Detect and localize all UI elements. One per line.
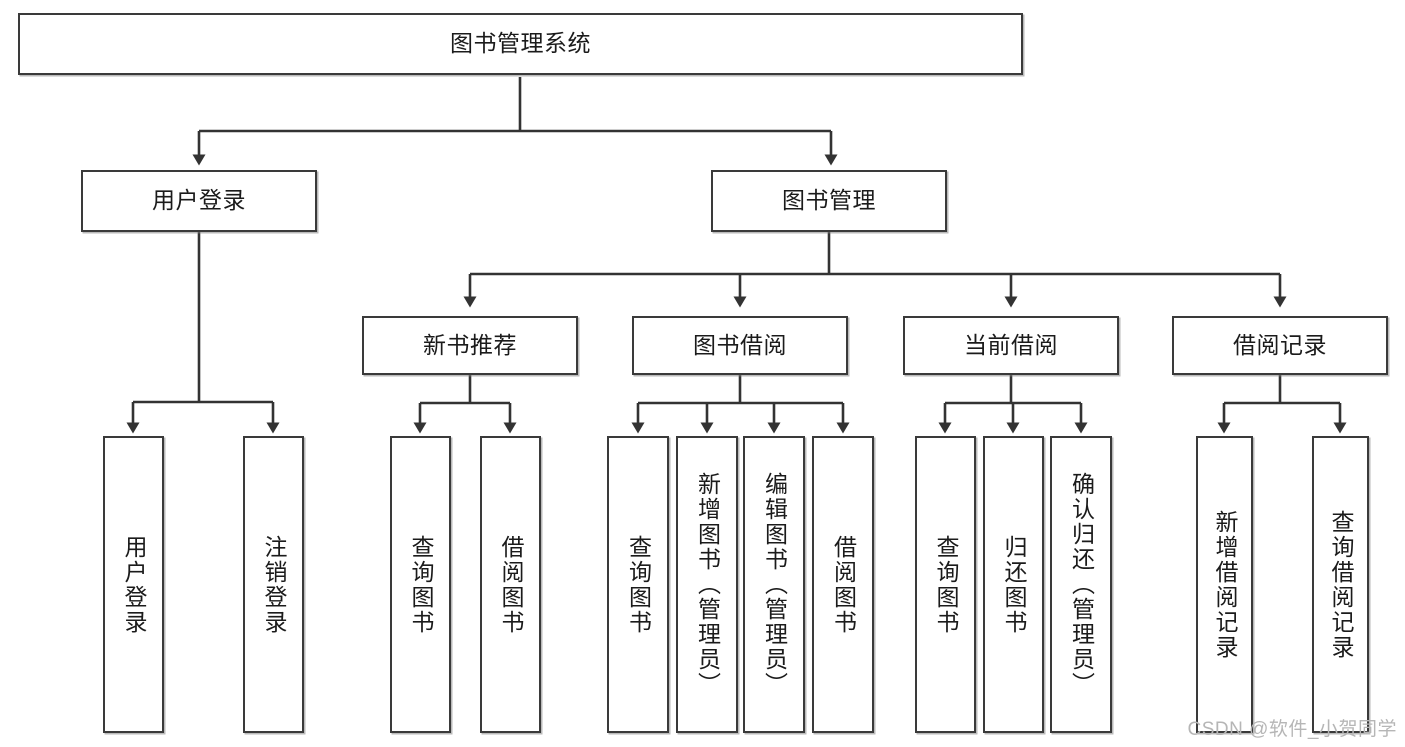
leaf-borrow-record-query-record[interactable]: 查询借阅记录 [1312,436,1369,733]
node-user-login[interactable]: 用户登录 [81,170,317,232]
node-new-book-recommend[interactable]: 新书推荐 [362,316,578,375]
node-label: 新增图书（管理员） [694,472,721,697]
node-label: 查询图书 [408,534,434,635]
node-label: 查询图书 [933,534,959,635]
leaf-current-borrow-confirm-return-admin[interactable]: 确认归还（管理员） [1050,436,1112,733]
node-label: 用户登录 [152,187,246,214]
node-label: 归还图书 [1001,534,1027,635]
leaf-new-book-borrow-book[interactable]: 借阅图书 [480,436,541,733]
node-label: 用户登录 [121,534,147,635]
node-label: 新书推荐 [423,331,517,358]
node-label: 图书借阅 [693,331,787,358]
leaf-book-borrow-borrow-book[interactable]: 借阅图书 [812,436,874,733]
leaf-book-borrow-edit-book-admin[interactable]: 编辑图书（管理员） [743,436,805,733]
node-label: 图书管理 [782,187,876,214]
node-label: 新增借阅记录 [1212,509,1238,660]
node-book-management[interactable]: 图书管理 [711,170,947,232]
leaf-book-borrow-query-book[interactable]: 查询图书 [607,436,669,733]
leaf-current-borrow-query-book[interactable]: 查询图书 [915,436,976,733]
node-label: 借阅记录 [1233,331,1327,358]
leaf-user-login-login[interactable]: 用户登录 [103,436,164,733]
node-root-book-management-system[interactable]: 图书管理系统 [18,13,1023,75]
node-label: 查询图书 [625,534,652,635]
node-borrow-record[interactable]: 借阅记录 [1172,316,1388,375]
node-label: 注销登录 [261,534,287,635]
leaf-user-login-logout[interactable]: 注销登录 [243,436,304,733]
leaf-borrow-record-add-record[interactable]: 新增借阅记录 [1196,436,1253,733]
node-label: 借阅图书 [830,534,857,635]
node-label: 编辑图书（管理员） [761,472,788,697]
watermark-text: CSDN @软件_小贺同学 [1187,719,1397,740]
node-label: 确认归还（管理员） [1068,472,1095,697]
node-current-borrow[interactable]: 当前借阅 [903,316,1119,375]
node-label: 查询借阅记录 [1328,509,1354,660]
node-book-borrow[interactable]: 图书借阅 [632,316,848,375]
node-label: 当前借阅 [964,331,1058,358]
node-label: 图书管理系统 [450,30,591,57]
node-label: 借阅图书 [498,534,524,635]
leaf-current-borrow-return-book[interactable]: 归还图书 [983,436,1044,733]
leaf-new-book-query-book[interactable]: 查询图书 [390,436,451,733]
leaf-book-borrow-add-book-admin[interactable]: 新增图书（管理员） [676,436,738,733]
